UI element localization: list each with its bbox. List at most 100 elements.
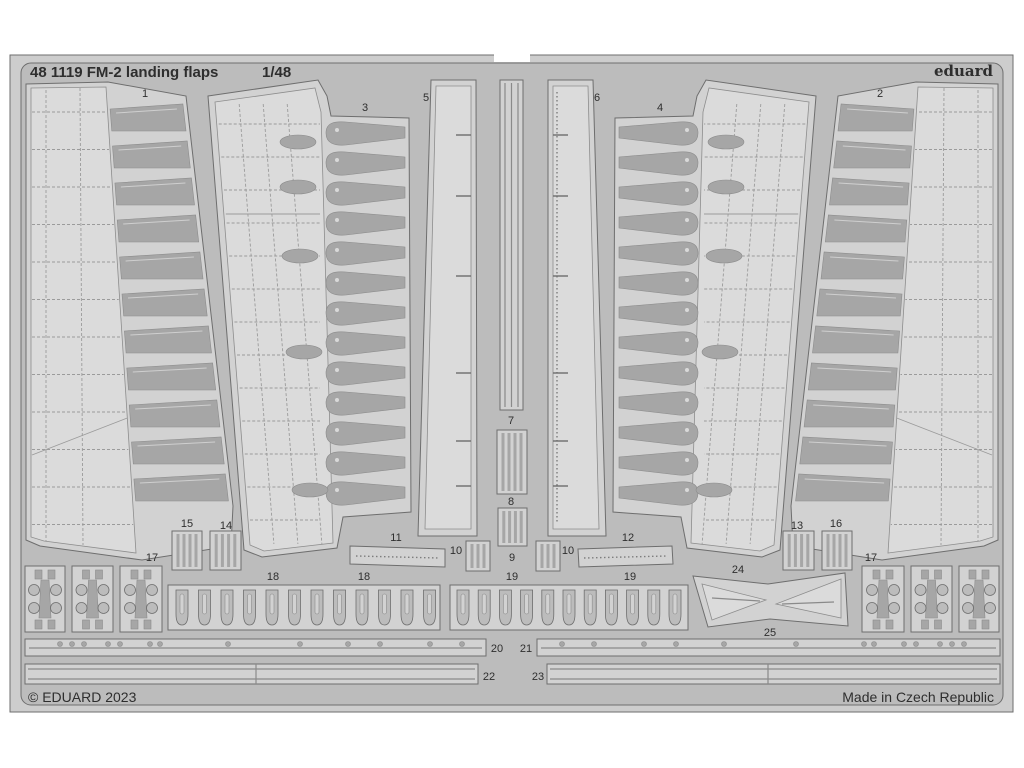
part-1-rib-edge	[135, 404, 211, 410]
part-2-outer-flap	[790, 81, 999, 561]
part-label-23: 23	[532, 671, 544, 683]
part-17-hole	[962, 602, 974, 614]
part-8-grating-bar	[508, 511, 512, 543]
part-label-10: 10	[450, 545, 462, 557]
part-1-rib-edge	[127, 293, 199, 299]
part-16-grating-bar	[844, 534, 848, 567]
part-2-rib-edge	[830, 256, 899, 262]
part-17-tab	[968, 569, 977, 580]
part-4-hinge-fairing	[707, 179, 745, 195]
part-3-rib-rivet	[335, 428, 339, 432]
part-label-17: 17	[146, 552, 158, 564]
part-2-rib	[816, 288, 903, 317]
part-1-rib	[114, 177, 195, 206]
part-10-grating-bar	[482, 544, 486, 568]
part-4-rib-rivet	[685, 398, 689, 402]
part-25-wedge-line	[781, 601, 835, 605]
part-17-tab	[47, 619, 56, 630]
part-17-hole	[888, 602, 900, 614]
part-1-rib	[109, 103, 187, 132]
part-17-tab	[981, 569, 990, 580]
part-25-wedge	[774, 578, 842, 619]
part-17-tab	[95, 569, 103, 580]
part-4-rib	[618, 211, 699, 236]
part-23-rail	[546, 663, 1001, 685]
part-label-19: 19	[624, 571, 636, 583]
part-21-rail-bump	[641, 641, 647, 647]
part-4-rib-rivet	[685, 488, 689, 492]
part-4-rib	[618, 331, 699, 356]
part-17-hole	[28, 584, 40, 596]
part-17-body	[876, 579, 890, 619]
copyright-text: © EDUARD 2023	[28, 689, 137, 705]
part-4-inner-flap	[612, 79, 817, 558]
part-1-spar-line	[79, 87, 84, 546]
part-2-rib	[803, 399, 896, 428]
part-6-strip	[547, 79, 607, 537]
part-10-grating-bar	[470, 544, 474, 568]
part-label-22: 22	[483, 671, 495, 683]
part-18-clip-row	[167, 584, 441, 631]
part-1-rib	[131, 436, 225, 465]
part-13-grating-bar	[793, 534, 797, 567]
part-18-clip-row-tongue	[269, 593, 275, 615]
part-18-clip-row-tongue	[314, 593, 320, 615]
part-17-hole	[962, 584, 974, 596]
part-3-rib	[325, 421, 406, 446]
part-17-hole	[97, 584, 110, 596]
part-19-clip-row-tongue	[524, 593, 529, 615]
part-19-clip-row-tongue	[566, 593, 572, 615]
part-14-grating	[209, 530, 242, 571]
part-1-rib	[126, 362, 217, 391]
etched-parts	[24, 79, 1001, 685]
part-3-stringer-line	[262, 103, 299, 545]
part-1-skin-panel	[30, 86, 137, 554]
part-1-rib-edge	[120, 182, 186, 188]
part-3-rib-rivet	[335, 278, 339, 282]
part-17-hole	[75, 602, 88, 614]
part-4-rib-rivet	[685, 338, 689, 342]
part-21-rail-bump	[721, 641, 727, 647]
part-2-rib-edge	[808, 441, 887, 447]
part-4-hinge-fairing	[701, 344, 739, 360]
part-3-rib	[325, 391, 406, 416]
part-17-hole	[984, 584, 996, 596]
part-2-rib	[820, 251, 905, 280]
part-17-hole	[124, 602, 136, 614]
part-17-hole	[28, 602, 40, 614]
part-20-rail-bump	[157, 641, 163, 647]
part-2-diagonal-line	[896, 417, 993, 456]
part-label-21: 21	[520, 643, 532, 655]
part-3-rib	[325, 331, 406, 356]
part-2-rib-edge	[825, 293, 897, 299]
part-label-17: 17	[865, 552, 877, 564]
part-1-rib-edge	[118, 145, 182, 151]
part-17-body	[86, 579, 99, 619]
part-20-rail-bump	[459, 641, 465, 647]
part-17-tab	[34, 569, 43, 580]
part-3-rib-rivet	[335, 458, 339, 462]
part-label-16: 16	[830, 518, 842, 530]
part-21-rail-bump	[591, 641, 597, 647]
part-22-rail	[24, 663, 479, 685]
part-1-rib	[133, 473, 229, 502]
part-4-rib	[618, 121, 699, 146]
part-10-grating-bar	[476, 544, 480, 568]
part-14-grating-bar	[220, 534, 224, 567]
part-4-rib-rivet	[685, 218, 689, 222]
part-4-rib	[618, 361, 699, 386]
part-3-rib-rivet	[335, 488, 339, 492]
part-4-rib	[618, 421, 699, 446]
part-3-rib	[325, 481, 406, 506]
part-17-tab	[82, 569, 90, 580]
part-21-rail-bump	[673, 641, 679, 647]
part-4-rib	[618, 181, 699, 206]
part-21-rail-bump	[861, 641, 867, 647]
part-7-grating-bar	[501, 433, 505, 491]
part-3-rib	[325, 301, 406, 326]
part-4-rib	[618, 391, 699, 416]
part-20-rail-bump	[147, 641, 153, 647]
part-8-grating-bar	[502, 511, 506, 543]
part-4-skin-panel	[690, 87, 810, 552]
part-17-hole	[97, 602, 110, 614]
